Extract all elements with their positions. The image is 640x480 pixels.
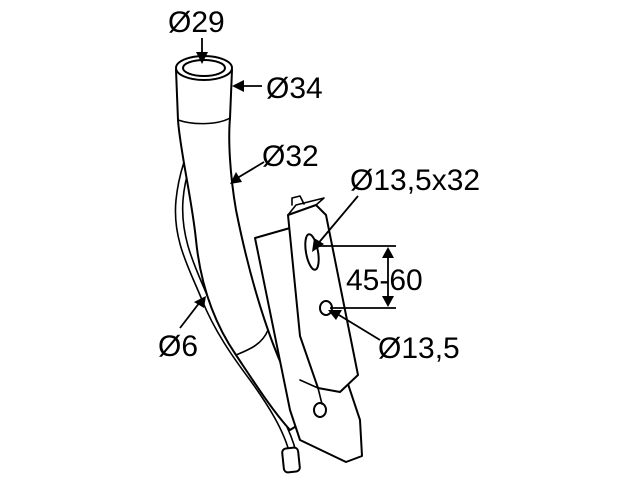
dimension-hole-spacing: 45-60 xyxy=(318,245,423,309)
dimension-round-hole: Ø13,5 xyxy=(328,310,460,365)
label-hole-spacing: 45-60 xyxy=(346,264,423,297)
label-tube-inner-diameter: Ø29 xyxy=(168,6,225,39)
label-tube-outer-diameter: Ø34 xyxy=(266,72,323,105)
dimension-tube-outer: Ø34 xyxy=(232,72,323,105)
mounting-bracket xyxy=(254,195,363,463)
dimension-tube-inner: Ø29 xyxy=(168,6,225,64)
label-round-hole: Ø13,5 xyxy=(378,332,460,365)
tine-shank xyxy=(175,55,307,431)
label-shank-diameter: Ø32 xyxy=(262,140,319,173)
dimension-rod: Ø6 xyxy=(158,296,206,363)
label-slot-hole: Ø13,5x32 xyxy=(350,164,480,197)
dimension-shank: Ø32 xyxy=(230,140,319,184)
label-rod-diameter: Ø6 xyxy=(158,330,198,363)
dimension-slot-hole: Ø13,5x32 xyxy=(312,164,480,252)
